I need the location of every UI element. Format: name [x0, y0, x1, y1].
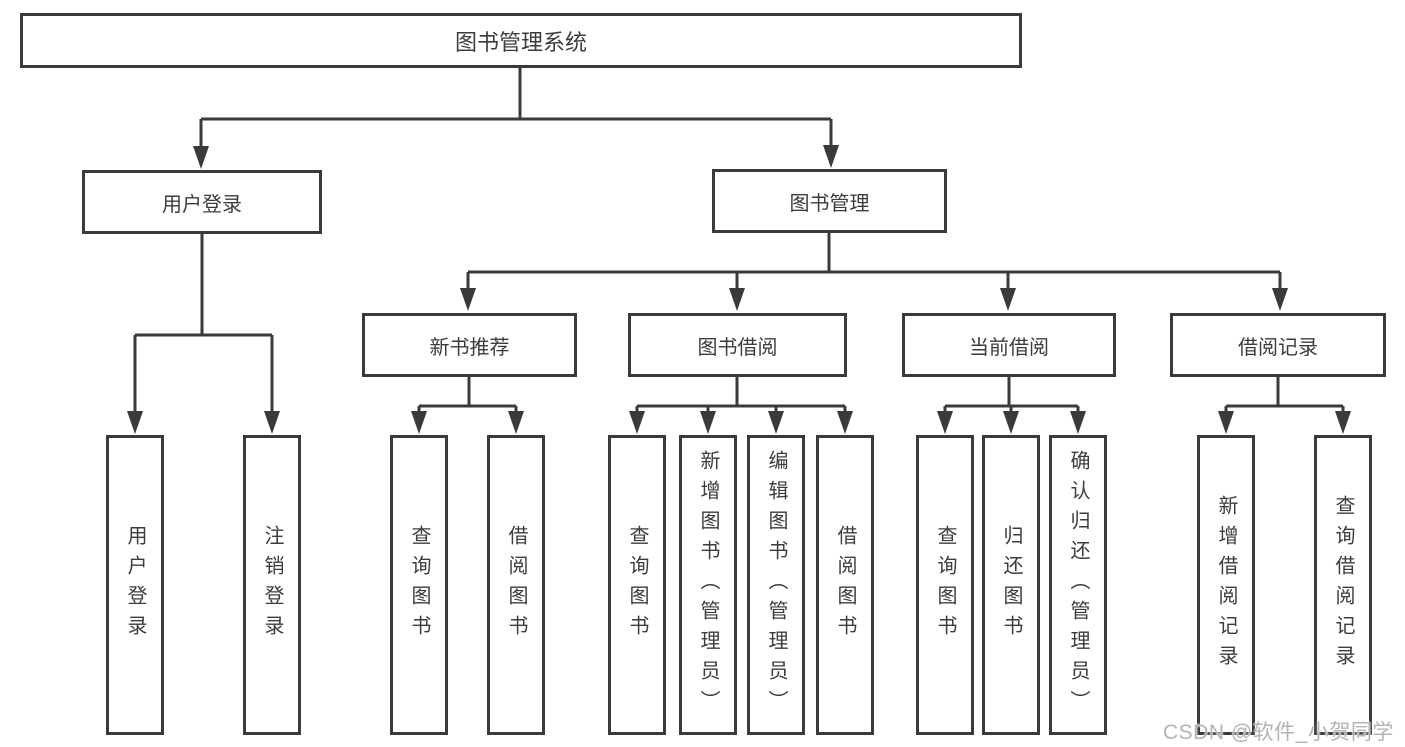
node-root: 图书管理系统	[20, 13, 1022, 68]
leaf-add-borrow-record: 新增借阅记录	[1197, 435, 1255, 735]
node-user-login-label: 用户登录	[162, 193, 242, 216]
leaf-add-book-admin-label: 新增图书（管理员）	[697, 450, 719, 720]
node-root-label: 图书管理系统	[454, 29, 587, 55]
leaf-add-borrow-record-label: 新增借阅记录	[1215, 495, 1237, 675]
leaf-return-book-label: 归还图书	[1000, 525, 1022, 645]
node-borrow-records: 借阅记录	[1170, 313, 1386, 377]
node-current-borrow: 当前借阅	[902, 313, 1116, 377]
leaf-query-borrow-record: 查询借阅记录	[1314, 435, 1372, 735]
leaf-logout: 注销登录	[243, 435, 301, 735]
leaf-borrow-books-recommend: 借阅图书	[487, 435, 545, 735]
node-book-borrow-label: 图书借阅	[697, 336, 778, 359]
node-new-book-recommend: 新书推荐	[362, 313, 577, 377]
leaf-query-books-recommend: 查询图书	[390, 435, 448, 735]
leaf-user-login: 用户登录	[106, 435, 164, 735]
node-borrow-records-label: 借阅记录	[1238, 336, 1318, 359]
node-book-borrow: 图书借阅	[628, 313, 847, 377]
leaf-edit-book-admin-label: 编辑图书（管理员）	[765, 450, 787, 720]
watermark: CSDN @软件_小贺同学	[1163, 721, 1394, 744]
node-user-login: 用户登录	[82, 170, 322, 234]
leaf-borrow-books-borrow-label: 借阅图书	[834, 525, 856, 645]
leaf-query-books-current-label: 查询图书	[934, 525, 956, 645]
leaf-user-login-label: 用户登录	[124, 525, 146, 645]
leaf-query-books-current: 查询图书	[916, 435, 974, 735]
leaf-query-books-borrow: 查询图书	[608, 435, 666, 735]
leaf-confirm-return-admin: 确认归还（管理员）	[1049, 435, 1107, 735]
leaf-query-borrow-record-label: 查询借阅记录	[1332, 495, 1354, 675]
leaf-logout-label: 注销登录	[261, 525, 283, 645]
node-current-borrow-label: 当前借阅	[969, 336, 1049, 359]
node-new-book-recommend-label: 新书推荐	[429, 336, 510, 359]
leaf-borrow-books-recommend-label: 借阅图书	[505, 525, 527, 645]
leaf-edit-book-admin: 编辑图书（管理员）	[747, 435, 805, 735]
node-book-management: 图书管理	[712, 169, 947, 233]
leaf-query-books-recommend-label: 查询图书	[408, 525, 430, 645]
leaf-query-books-borrow-label: 查询图书	[626, 525, 648, 645]
leaf-borrow-books-borrow: 借阅图书	[816, 435, 874, 735]
node-book-management-label: 图书管理	[789, 192, 870, 215]
leaf-add-book-admin: 新增图书（管理员）	[679, 435, 737, 735]
leaf-return-book: 归还图书	[982, 435, 1040, 735]
leaf-confirm-return-admin-label: 确认归还（管理员）	[1067, 450, 1089, 720]
